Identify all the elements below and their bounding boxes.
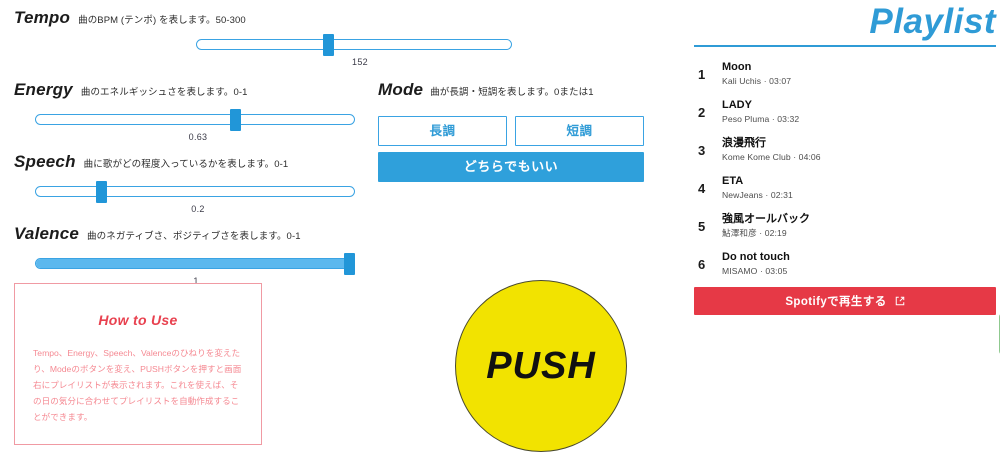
- slider-energy-track[interactable]: [35, 114, 355, 125]
- playlist-item[interactable]: 5 強風オールバック 鮎澤和彦 · 02:19: [694, 207, 1000, 245]
- playlist-item-index: 3: [698, 142, 706, 158]
- slider-tempo-track[interactable]: [196, 39, 512, 50]
- mode-block: Mode 曲が長調・短調を表します。0または1 長調 短調 どちらでもいい: [378, 80, 644, 182]
- playlist-item-title: LADY: [722, 99, 752, 112]
- field-energy-header: Energy 曲のエネルギッシュさを表します。0-1: [14, 80, 248, 100]
- playlist-item[interactable]: 4 ETA NewJeans · 02:31: [694, 169, 1000, 207]
- slider-valence[interactable]: 1: [0, 249, 690, 286]
- slider-valence-fill: [36, 259, 348, 268]
- field-title-tempo: Tempo: [14, 8, 71, 27]
- push-button[interactable]: PUSH: [455, 280, 627, 452]
- field-title-mode: Mode: [378, 80, 424, 99]
- playlist-item-subtitle: Kali Uchis · 03:07: [722, 75, 792, 86]
- playlist-item-title: 強風オールバック: [722, 213, 810, 226]
- slider-tempo-value: 152: [352, 57, 368, 67]
- slider-energy[interactable]: 0.63: [0, 105, 690, 142]
- slider-speech-value: 0.2: [191, 204, 205, 214]
- slider-tempo-thumb[interactable]: [323, 34, 334, 56]
- how-to-use-box: How to Use Tempo、Energy、Speech、Valenceのひ…: [14, 283, 262, 445]
- playlist-item[interactable]: 1 Moon Kali Uchis · 03:07: [694, 55, 1000, 93]
- field-speech-header: Speech 曲に歌がどの程度入っているかを表します。0-1: [14, 152, 288, 172]
- how-to-use-body: Tempo、Energy、Speech、Valenceのひねりを変えたり、Mod…: [33, 348, 242, 422]
- field-desc-energy: 曲のエネルギッシュさを表します。0-1: [80, 87, 248, 98]
- playlist-item[interactable]: 6 Do not touch MISAMO · 03:05: [694, 245, 1000, 283]
- playlist-item-index: 2: [698, 104, 706, 120]
- slider-speech-thumb[interactable]: [96, 181, 107, 203]
- mode-major-button[interactable]: 長調: [378, 116, 507, 146]
- push-button-label: PUSH: [486, 344, 596, 387]
- playlist-title: Playlist: [869, 2, 996, 41]
- playlist-item-title: 浪漫飛行: [722, 137, 766, 150]
- playlist-item-subtitle: 鮎澤和彦 · 02:19: [722, 227, 787, 238]
- field-desc-tempo: 曲のBPM (テンポ) を表します。50-300: [78, 15, 246, 26]
- field-title-speech: Speech: [14, 152, 76, 171]
- field-desc-mode: 曲が長調・短調を表します。0または1: [430, 87, 594, 98]
- playlist-panel: Playlist 1 Moon Kali Uchis · 03:07 2 LAD…: [694, 0, 1000, 459]
- playlist-item-subtitle: MISAMO · 03:05: [722, 265, 788, 276]
- slider-valence-thumb[interactable]: [344, 253, 355, 275]
- playlist-item-title: ETA: [722, 175, 744, 188]
- field-title-valence: Valence: [14, 224, 80, 243]
- mode-button-row: 長調 短調: [378, 116, 644, 146]
- playlist-item-index: 6: [698, 256, 706, 272]
- playlist-item-subtitle: Peso Pluma · 03:32: [722, 113, 800, 124]
- field-title-energy: Energy: [14, 80, 73, 99]
- mode-either-button[interactable]: どちらでもいい: [378, 152, 644, 182]
- external-link-icon: [895, 296, 905, 306]
- slider-valence-value: 1: [193, 276, 199, 286]
- controls-panel: Tempo 曲のBPM (テンポ) を表します。50-300 152 Energ…: [0, 8, 690, 452]
- playlist-item-index: 4: [698, 180, 706, 196]
- slider-energy-thumb[interactable]: [230, 109, 241, 131]
- slider-energy-value: 0.63: [188, 132, 208, 142]
- field-tempo-header: Tempo 曲のBPM (テンポ) を表します。50-300: [14, 8, 246, 28]
- field-desc-valence: 曲のネガティブさ、ポジティブさを表します。0-1: [87, 231, 301, 242]
- slider-tempo[interactable]: 152: [0, 30, 690, 67]
- playlist-divider: [694, 45, 996, 47]
- field-valence-header: Valence 曲のネガティブさ、ポジティブさを表します。0-1: [14, 224, 301, 244]
- playlist-item-index: 5: [698, 218, 706, 234]
- playlist-item-title: Do not touch: [722, 251, 790, 264]
- slider-speech-track[interactable]: [35, 186, 355, 197]
- playlist-list: 1 Moon Kali Uchis · 03:07 2 LADY Peso Pl…: [694, 55, 1000, 283]
- slider-speech[interactable]: 0.2: [0, 177, 690, 214]
- mode-minor-button[interactable]: 短調: [515, 116, 644, 146]
- field-desc-speech: 曲に歌がどの程度入っているかを表します。0-1: [83, 159, 289, 170]
- playlist-item[interactable]: 2 LADY Peso Pluma · 03:32: [694, 93, 1000, 131]
- playlist-item-index: 1: [698, 66, 706, 82]
- playlist-item-title: Moon: [722, 61, 752, 74]
- spotify-play-button[interactable]: Spotifyで再生する: [694, 287, 996, 315]
- spotify-play-button-label: Spotifyで再生する: [785, 296, 887, 308]
- playlist-item-subtitle: NewJeans · 02:31: [722, 189, 793, 200]
- playlist-item[interactable]: 3 浪漫飛行 Kome Kome Club · 04:06: [694, 131, 1000, 169]
- playlist-item-subtitle: Kome Kome Club · 04:06: [722, 151, 821, 162]
- how-to-use-title: How to Use: [98, 312, 178, 328]
